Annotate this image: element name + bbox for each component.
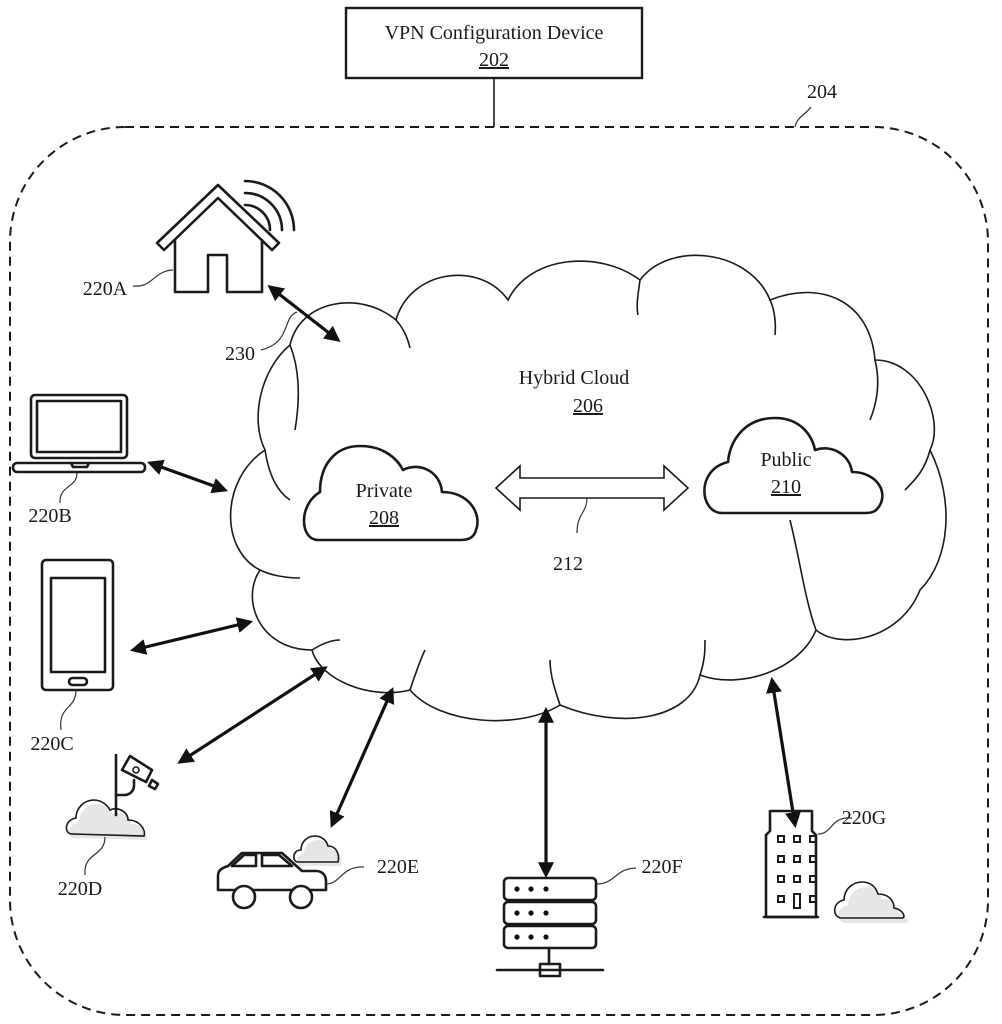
link-220G bbox=[766, 676, 801, 829]
private-cloud-outline bbox=[302, 444, 479, 542]
device-ref-220G: 220G bbox=[842, 807, 886, 829]
boundary-ref: 204 bbox=[807, 81, 837, 103]
private-cloud: Private 208 bbox=[302, 444, 479, 542]
smartphone-icon bbox=[40, 558, 115, 692]
device-ref-220A: 220A bbox=[83, 278, 128, 300]
device-leader-220B bbox=[59, 472, 78, 504]
interconnect-arrow: 212 bbox=[494, 464, 690, 575]
security-camera-cloud-icon bbox=[65, 753, 160, 840]
link-220B bbox=[146, 459, 229, 494]
hybrid-cloud-outline bbox=[229, 254, 947, 722]
network-boundary bbox=[9, 126, 989, 1016]
interconnect-leader bbox=[576, 497, 588, 534]
device-ref-220E: 220E bbox=[377, 856, 419, 878]
public-cloud-outline bbox=[703, 416, 884, 515]
device-ref-220F: 220F bbox=[641, 856, 682, 878]
laptop-icon bbox=[11, 393, 147, 474]
device-ref-220B: 220B bbox=[28, 505, 71, 527]
office-building-cloud-icon bbox=[762, 809, 908, 923]
link-220D bbox=[177, 666, 328, 764]
vpn-configuration-device: VPN Configuration Device 202 bbox=[344, 6, 644, 127]
double-arrow-212 bbox=[494, 464, 690, 512]
device-leader-220D bbox=[84, 836, 106, 876]
private-cloud-ref: 208 bbox=[369, 507, 399, 529]
config-device-title: VPN Configuration Device bbox=[385, 22, 604, 44]
interconnect-ref: 212 bbox=[553, 553, 583, 575]
link-ref-230: 230 bbox=[225, 343, 255, 365]
config-device-box bbox=[344, 6, 644, 80]
device-leader-220E bbox=[325, 866, 365, 885]
car-cloud-icon bbox=[216, 835, 342, 910]
link-leader-230 bbox=[260, 311, 298, 351]
device-ref-220C: 220C bbox=[30, 733, 73, 755]
device-leader-220G bbox=[817, 817, 853, 835]
device-leader-220C bbox=[60, 689, 77, 731]
hybrid-cloud: Hybrid Cloud 206 bbox=[229, 254, 947, 722]
device-ref-220D: 220D bbox=[58, 878, 102, 900]
public-cloud: Public 210 bbox=[703, 416, 884, 515]
device-leader-220A bbox=[132, 269, 174, 287]
public-cloud-ref: 210 bbox=[771, 476, 801, 498]
config-device-ref: 202 bbox=[479, 49, 509, 71]
link-220C bbox=[129, 617, 254, 655]
device-leader-220F bbox=[595, 867, 637, 885]
link-220A bbox=[267, 285, 341, 342]
hybrid-cloud-ref: 206 bbox=[573, 395, 603, 417]
home-wifi-icon bbox=[155, 179, 296, 294]
hybrid-cloud-title: Hybrid Cloud bbox=[519, 367, 630, 389]
server-rack-icon bbox=[495, 876, 605, 978]
private-cloud-title: Private bbox=[356, 480, 413, 502]
link-220E bbox=[329, 687, 395, 828]
public-cloud-title: Public bbox=[760, 449, 811, 471]
boundary-leader bbox=[794, 106, 812, 128]
